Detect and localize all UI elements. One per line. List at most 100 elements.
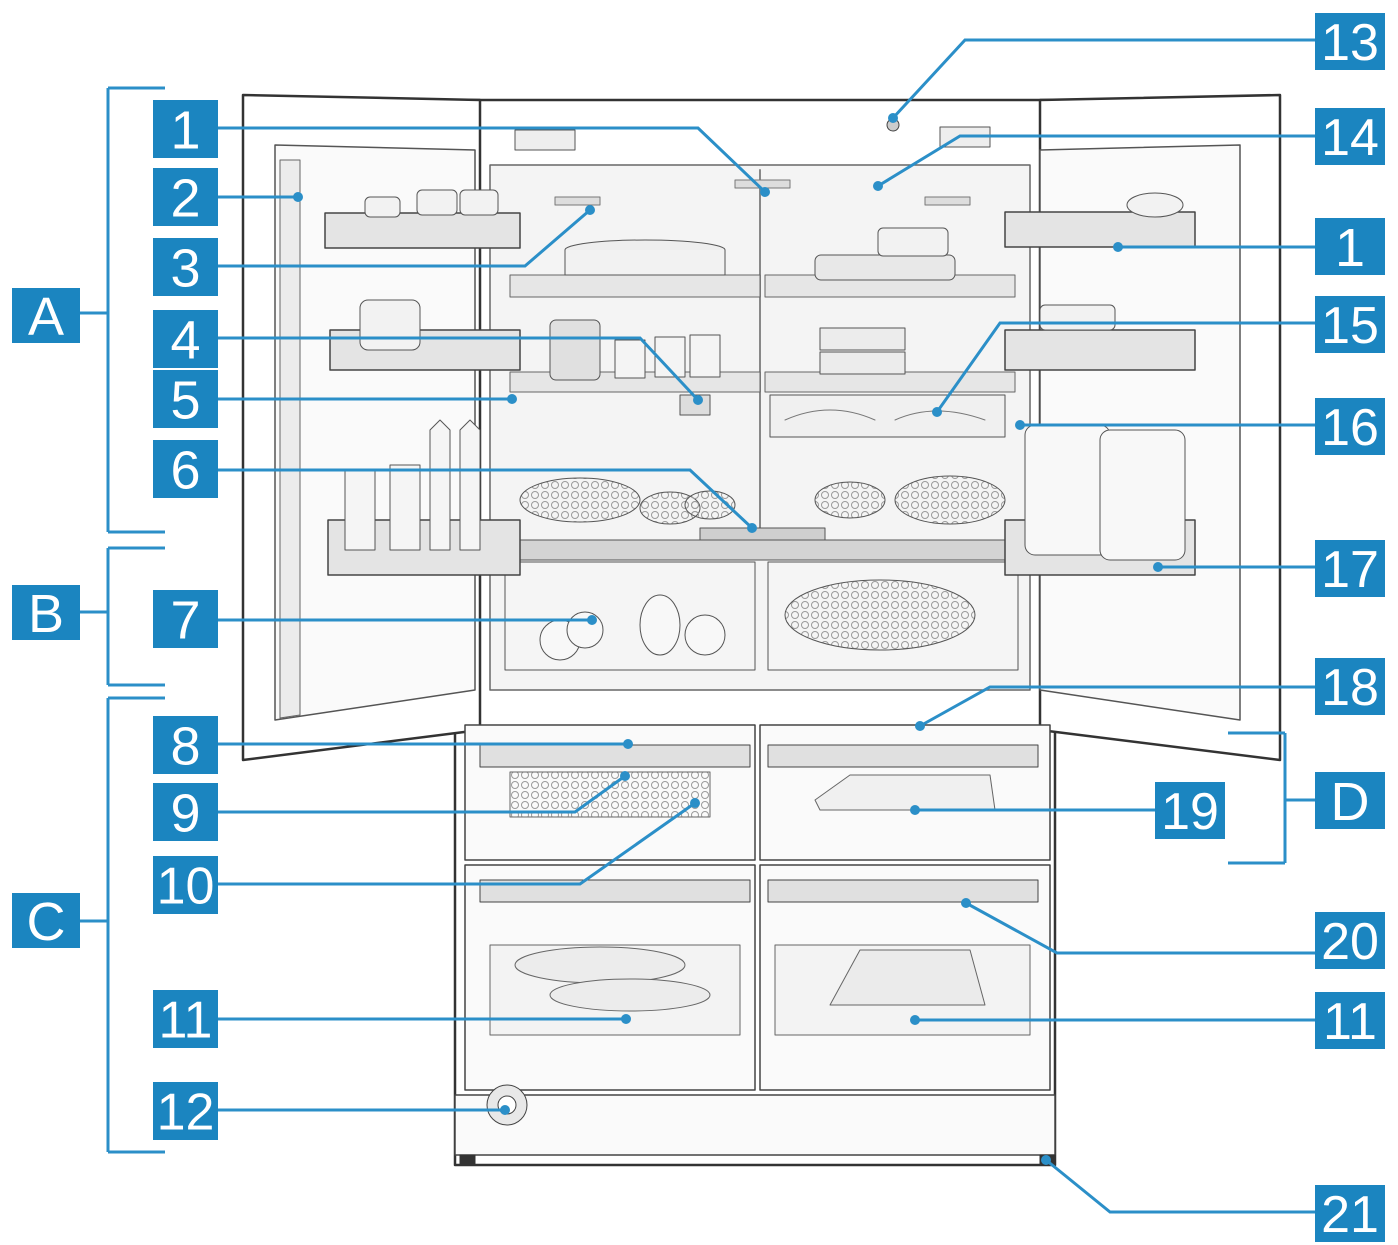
leader-line-10 xyxy=(218,801,696,886)
zone-D-box xyxy=(1315,772,1385,829)
leader-dot-9 xyxy=(620,771,630,781)
callout-6: 6 xyxy=(153,440,218,500)
callout-13-label: 13 xyxy=(1321,14,1379,72)
leader-dot-17 xyxy=(1153,562,1163,572)
callout-10-box xyxy=(153,856,218,914)
zone-A-label: A xyxy=(28,287,64,347)
callout-15: 15 xyxy=(1315,296,1385,355)
leader-line-9 xyxy=(218,774,626,814)
callout-1a-label: 1 xyxy=(170,100,200,160)
leader-dot-21 xyxy=(1041,1155,1051,1165)
callout-3-label: 3 xyxy=(170,238,200,298)
leader-dot-5 xyxy=(507,394,517,404)
zone-A: A xyxy=(12,287,80,347)
leader-dot-14 xyxy=(873,181,883,191)
callout-6-box xyxy=(153,440,218,498)
leader-line-6 xyxy=(218,468,754,530)
leader-line-13 xyxy=(891,38,1315,120)
callout-17-box xyxy=(1315,540,1385,597)
leader-dot-19 xyxy=(910,805,920,815)
callout-18-box xyxy=(1315,658,1385,715)
leader-line-1a xyxy=(218,126,767,194)
callout-17: 17 xyxy=(1315,540,1385,599)
callout-18: 18 xyxy=(1315,658,1385,717)
callout-18-label: 18 xyxy=(1321,659,1379,717)
leader-dot-8 xyxy=(623,739,633,749)
leader-dot-16 xyxy=(1015,420,1025,430)
callout-3: 3 xyxy=(153,238,218,298)
callout-17-label: 17 xyxy=(1321,541,1379,599)
leader-dot-13 xyxy=(888,113,898,123)
callout-13: 13 xyxy=(1315,13,1385,72)
callout-1a-box xyxy=(153,100,218,158)
callout-19-label: 19 xyxy=(1161,783,1219,841)
leader-lines xyxy=(218,38,1315,1214)
leader-dot-10 xyxy=(690,798,700,808)
callout-16: 16 xyxy=(1315,398,1385,457)
callout-19-box xyxy=(1155,782,1225,839)
zone-C-label: C xyxy=(27,892,66,952)
leader-line-20 xyxy=(965,901,1315,955)
zone-C-box xyxy=(12,893,80,948)
callout-11b: 11 xyxy=(1315,992,1385,1051)
callout-6-label: 6 xyxy=(170,440,200,500)
callout-12: 12 xyxy=(153,1082,218,1142)
callout-1b-label: 1 xyxy=(1335,218,1365,278)
zone-A-box xyxy=(12,288,80,343)
callout-21-box xyxy=(1315,1185,1385,1242)
leader-dot-4 xyxy=(693,395,703,405)
leader-dot-7 xyxy=(587,615,597,625)
leader-dot-6 xyxy=(747,523,757,533)
callout-5-box xyxy=(153,370,218,428)
callout-16-box xyxy=(1315,398,1385,455)
zone-brackets xyxy=(80,86,1315,1154)
callout-21: 21 xyxy=(1315,1185,1385,1244)
leader-dot-12 xyxy=(500,1105,510,1115)
callout-1b: 1 xyxy=(1315,218,1385,278)
callout-4: 4 xyxy=(153,310,218,370)
leader-dot-11b xyxy=(910,1015,920,1025)
leader-line-14 xyxy=(877,134,1315,188)
callout-1a: 1 xyxy=(153,100,218,160)
callout-15-label: 15 xyxy=(1321,297,1379,355)
zone-D-label: D xyxy=(1331,772,1370,832)
leader-line-3 xyxy=(218,208,591,268)
callout-14: 14 xyxy=(1315,108,1385,167)
callout-20: 20 xyxy=(1315,912,1385,971)
callout-11a-label: 11 xyxy=(159,992,213,1050)
leader-dot-1b xyxy=(1113,242,1123,252)
callout-15-box xyxy=(1315,296,1385,353)
callout-2: 2 xyxy=(153,168,218,228)
leader-line-15 xyxy=(935,321,1315,413)
leader-dot-18 xyxy=(915,721,925,731)
callout-20-label: 20 xyxy=(1321,913,1379,971)
callout-7: 7 xyxy=(153,590,218,650)
callout-11a: 11 xyxy=(153,990,218,1050)
callout-5: 5 xyxy=(153,370,218,430)
callout-10: 10 xyxy=(153,856,218,916)
callout-14-box xyxy=(1315,108,1385,165)
zone-C: C xyxy=(12,892,80,952)
callout-8-label: 8 xyxy=(170,716,200,776)
callout-7-label: 7 xyxy=(170,590,200,650)
leader-dot-15 xyxy=(932,407,942,417)
callout-2-box xyxy=(153,168,218,226)
callout-3-box xyxy=(153,238,218,296)
callout-9-box xyxy=(153,783,218,841)
leader-line-4 xyxy=(218,336,700,402)
callout-4-box xyxy=(153,310,218,368)
callout-12-label: 12 xyxy=(157,1084,215,1142)
callout-8-box xyxy=(153,716,218,774)
callout-11b-box xyxy=(1315,992,1385,1049)
leader-dot-3 xyxy=(585,205,595,215)
refrigerator-illustration xyxy=(241,93,1282,1167)
zone-D: D xyxy=(1315,772,1385,832)
callout-9: 9 xyxy=(153,783,218,843)
leader-dot-20 xyxy=(961,898,971,908)
callout-9-label: 9 xyxy=(170,783,200,843)
callout-16-label: 16 xyxy=(1321,399,1379,457)
callout-13-box xyxy=(1315,13,1385,70)
leader-line-18 xyxy=(919,685,1315,728)
